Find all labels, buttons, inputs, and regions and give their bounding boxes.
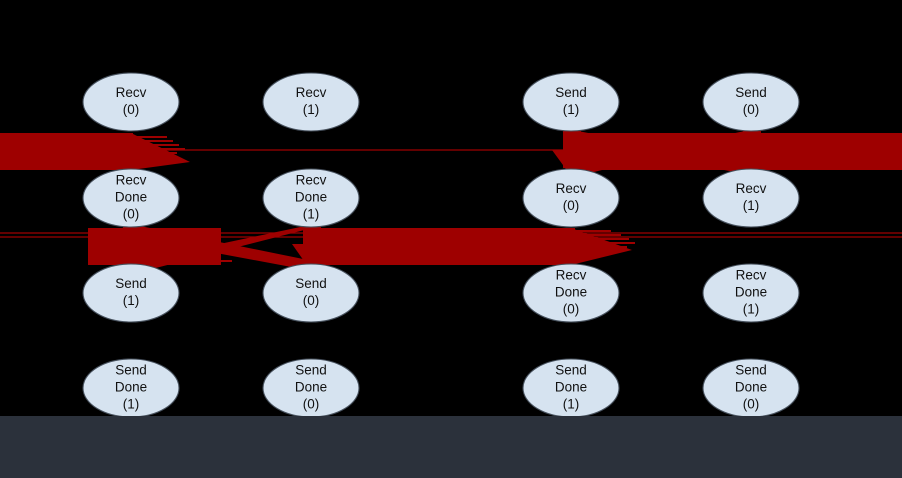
node-ellipse[interactable] (522, 72, 620, 132)
node-label-line: Done (295, 190, 327, 205)
graph-node[interactable]: Send (1) (82, 263, 180, 323)
node-label-line: (0) (563, 198, 580, 213)
edge-arrowhead-recv0 (552, 150, 600, 176)
edge-band-left-upper (0, 133, 133, 170)
node-label-line: (1) (123, 293, 140, 308)
node-ellipse[interactable] (262, 168, 360, 228)
node-label-line: Done (735, 380, 767, 395)
graph-node[interactable]: Recv (1) (262, 72, 360, 132)
node-label-line: Recv (116, 85, 147, 100)
node-label-line: Recv (116, 173, 147, 188)
node-label-line: Done (295, 380, 327, 395)
node-ellipse[interactable] (702, 72, 800, 132)
node-label-line: (1) (743, 302, 760, 317)
node-label-line: Send (555, 85, 587, 100)
node-label-line: (0) (123, 102, 140, 117)
edge-taper-left-upper (131, 133, 190, 170)
node-ellipse[interactable] (702, 168, 800, 228)
node-label-line: Done (115, 380, 147, 395)
graph-node[interactable]: Recv (0) (522, 168, 620, 228)
node-label-line: (0) (303, 397, 320, 412)
node-ellipse[interactable] (82, 72, 180, 132)
node-ellipse[interactable] (82, 168, 180, 228)
node-label-line: (1) (743, 198, 760, 213)
node-label-line: (1) (123, 397, 140, 412)
node-ellipse[interactable] (522, 168, 620, 228)
node-ellipse[interactable] (702, 263, 800, 323)
node-label-line: Recv (296, 173, 327, 188)
node-label-line: Recv (736, 268, 767, 283)
graph-node[interactable]: Send (0) (702, 72, 800, 132)
node-label-line: Send (295, 363, 327, 378)
graph-node[interactable]: Recv (0) (82, 72, 180, 132)
node-label-line: Done (555, 285, 587, 300)
footer-bar (0, 416, 902, 478)
node-layer: Recv(0)Recv(1)Send(1)Send(0)RecvDone(0)R… (82, 72, 800, 418)
node-label-line: Done (735, 285, 767, 300)
edge-cross-recvdone1-to-send1 (125, 226, 320, 272)
graph-node[interactable]: Send (0) (262, 263, 360, 323)
node-label-line: Recv (736, 181, 767, 196)
node-label-line: (0) (743, 397, 760, 412)
node-label-line: Recv (556, 268, 587, 283)
node-label-line: Done (555, 380, 587, 395)
node-label-line: (1) (563, 102, 580, 117)
node-label-line: (1) (563, 397, 580, 412)
edge-layer (0, 131, 902, 272)
node-label-line: Done (115, 190, 147, 205)
node-ellipse[interactable] (262, 72, 360, 132)
node-ellipse[interactable] (522, 263, 620, 323)
node-label-line: (0) (303, 293, 320, 308)
node-label-line: Send (735, 363, 767, 378)
node-label-line: (0) (743, 102, 760, 117)
node-label-line: (0) (123, 207, 140, 222)
node-ellipse[interactable] (262, 263, 360, 323)
edge-stub-recvdone1-down (303, 226, 321, 264)
node-label-line: Send (735, 85, 767, 100)
node-label-line: Recv (556, 181, 587, 196)
node-label-line: Recv (296, 85, 327, 100)
graph-node[interactable]: Send (1) (522, 72, 620, 132)
node-label-line: Send (115, 363, 147, 378)
node-label-line: (1) (303, 102, 320, 117)
node-label-line: (1) (303, 207, 320, 222)
node-label-line: Send (555, 363, 587, 378)
node-label-line: Send (115, 276, 147, 291)
edge-cross-send0-to-recv0 (565, 131, 758, 176)
node-label-line: (0) (563, 302, 580, 317)
edge-aliasing-streaks (131, 136, 635, 262)
edge-arrowhead-recv1 (732, 150, 780, 176)
node-label-line: Send (295, 276, 327, 291)
node-ellipse[interactable] (82, 263, 180, 323)
graph-node[interactable]: Recv (1) (702, 168, 800, 228)
edge-band-right-lower (505, 228, 575, 265)
